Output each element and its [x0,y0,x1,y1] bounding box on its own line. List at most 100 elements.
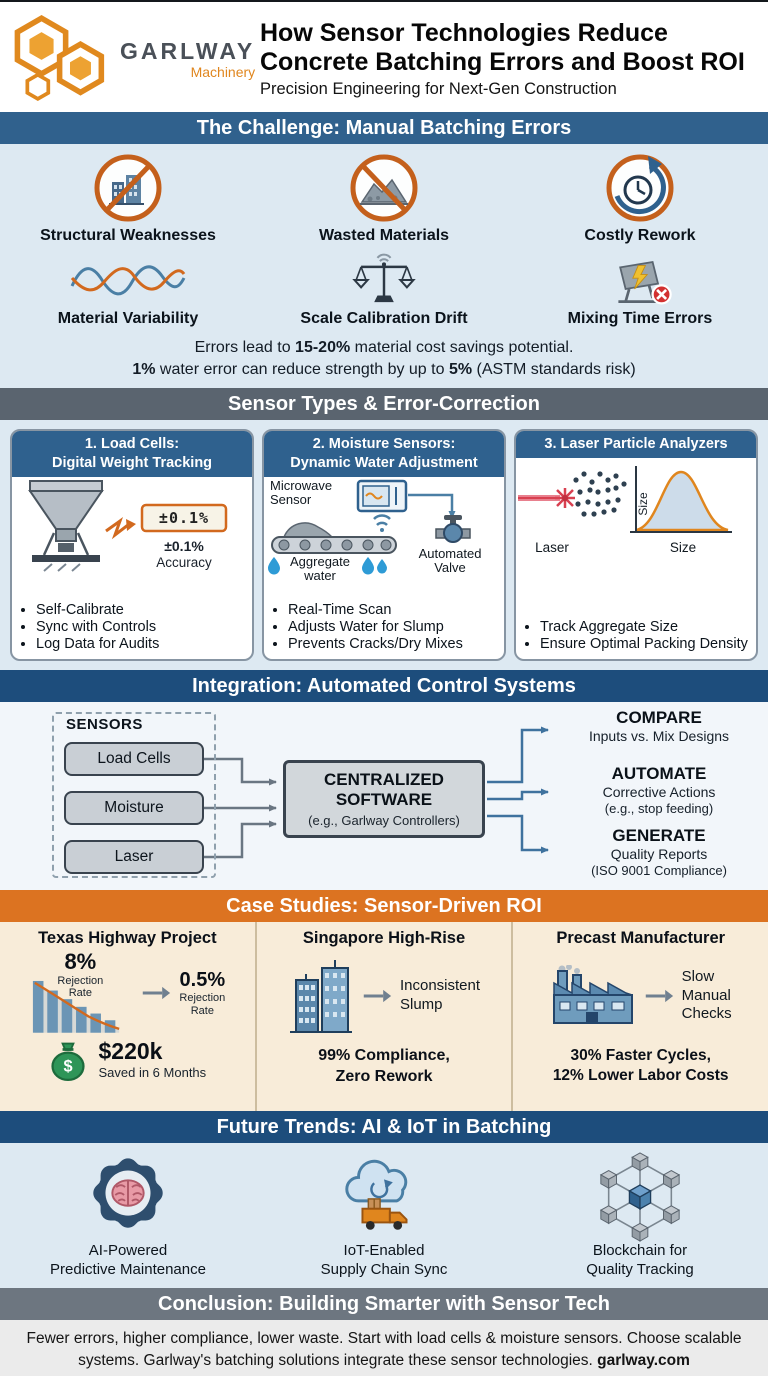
label-line: Manual [681,986,731,1004]
brand-tagline: Machinery [190,64,256,80]
challenge-row-1: Structural Weaknesses Wasted Materials [0,152,768,245]
label-line: Predictive Maintenance [50,1260,206,1278]
result-line: 12% Lower Labor Costs [552,1067,729,1085]
case-precast: Precast Manufacturer [511,922,768,1111]
case-singapore: Singapore High-Rise [254,922,512,1111]
result-line: Zero Rework [335,1067,433,1085]
size-label: Size [669,539,697,555]
challenge-label: Costly Rework [584,227,696,244]
output-desc: Inputs vs. Mix Designs [588,728,730,744]
laser-label: Laser [535,539,569,555]
right-arrow-icon [645,989,673,1003]
banner-text: Sensor Types & Error-Correction [228,392,540,415]
conclusion-footer: Fewer errors, higher compliance, lower w… [0,1320,768,1376]
accuracy-value: ±0.1% [164,538,204,554]
brand-name: GARLWAY [120,38,256,64]
before-value: 8% [64,949,97,974]
card-title-line1: 2. Moisture Sensors: [312,436,456,452]
right-arrow-icon [363,989,392,1003]
challenge-row-2: Material Variability [0,253,768,328]
accuracy-label: Accuracy [156,555,212,570]
label-line: Rejection [179,992,226,1005]
challenge-label: Structural Weaknesses [40,227,216,244]
output-automate: AUTOMATE Corrective Actions (e.g., stop … [556,764,762,816]
banner-text: The Challenge: Manual Batching Errors [196,116,572,139]
iot-cloud-truck-icon [345,1159,408,1230]
hopper-scale-icon: ±0.1% ±0.1% Accuracy [28,479,228,572]
sensor-node-laser: Laser [64,840,204,874]
note-text: material cost savings potential. [350,339,574,356]
central-line2: SOFTWARE [335,790,433,809]
case-texas: Texas Highway Project 8% [0,922,255,1111]
sensor-node-moisture: Moisture [64,791,204,825]
logo-text: GARLWAY Machinery [120,38,255,80]
label-line: Valve [434,560,466,576]
ai-gear-brain-icon [93,1158,163,1228]
banner-future-trends: Future Trends: AI & IoT in Batching [0,1111,768,1143]
output-desc: Quality Reports [610,846,708,862]
label-line: Microwave [270,477,333,493]
output-sub: (ISO 9001 Compliance) [591,862,727,878]
challenge-label: Scale Calibration Drift [300,310,468,327]
case-title: Texas Highway Project [38,929,217,947]
banner-text: Conclusion: Building Smarter with Sensor… [158,1292,610,1315]
savings-stat: $220k Saved in 6 Months [98,1038,206,1080]
case-studies-section: Texas Highway Project 8% [0,922,768,1111]
note-line-2: 1% water error can reduce strength by up… [0,359,768,381]
result-line: 30% Faster Cycles, [570,1047,711,1064]
central-line1: CENTRALIZED [324,770,444,790]
load-cell-bullets: Self-Calibrate Sync with Controls Log Da… [36,601,248,653]
case-title: Precast Manufacturer [556,929,726,947]
right-arrow-icon [143,986,171,1000]
hexagon-logo-icon [14,14,105,102]
moisture-bullets: Real-Time Scan Adjusts Water for Slump P… [288,601,500,653]
rework-clock-icon [606,154,674,222]
note-strong: 15-20% [295,339,351,356]
garlway-link[interactable]: garlway.com [597,1352,690,1370]
card-title-line2: Dynamic Water Adjustment [290,454,478,471]
note-text: (ASTM standards risk) [472,361,636,379]
card-laser-analyzers: 3. Laser Particle Analyzers [514,429,758,661]
no-buildings-icon [94,154,162,222]
size-axis-label: Size [636,492,650,516]
sensors-group-label: SENSORS [66,716,143,733]
banner-case-studies: Case Studies: Sensor-Driven ROI [0,890,768,922]
label-line: Rejection [57,975,104,987]
challenge-label: Mixing Time Errors [567,310,713,327]
challenge-item-rework: Costly Rework [512,152,768,245]
output-sub: (e.g., stop feeding) [604,800,714,816]
output-title: COMPARE [616,708,702,727]
after-value: 0.5% [179,969,226,992]
card-title-line2: Digital Weight Tracking [51,454,213,471]
sensor-types-section: 1. Load Cells:Digital Weight Tracking [0,420,768,670]
label-line: Blockchain for [592,1242,688,1259]
banner-conclusion: Conclusion: Building Smarter with Sensor… [0,1288,768,1320]
mixer-error-icon [618,260,672,305]
savings-row: $ $220k Saved in 6 Months [0,1036,255,1082]
declining-bars-icon [33,980,120,1033]
highrise-buildings-icon [289,960,352,1033]
output-desc: Corrective Actions [602,784,716,800]
challenge-item-structural: Structural Weaknesses [0,152,256,245]
display-value: ±0.1% [159,509,209,527]
card-title: 3. Laser Particle Analyzers [516,431,756,458]
banner-text: Integration: Automated Control Systems [192,674,576,697]
card-title: 2. Moisture Sensors: Dynamic Water Adjust… [264,431,504,477]
header: GARLWAY Machinery How Sensor Technologie… [0,2,768,112]
label-line: water [304,568,336,584]
note-text: water error can reduce strength by up to [155,361,449,379]
